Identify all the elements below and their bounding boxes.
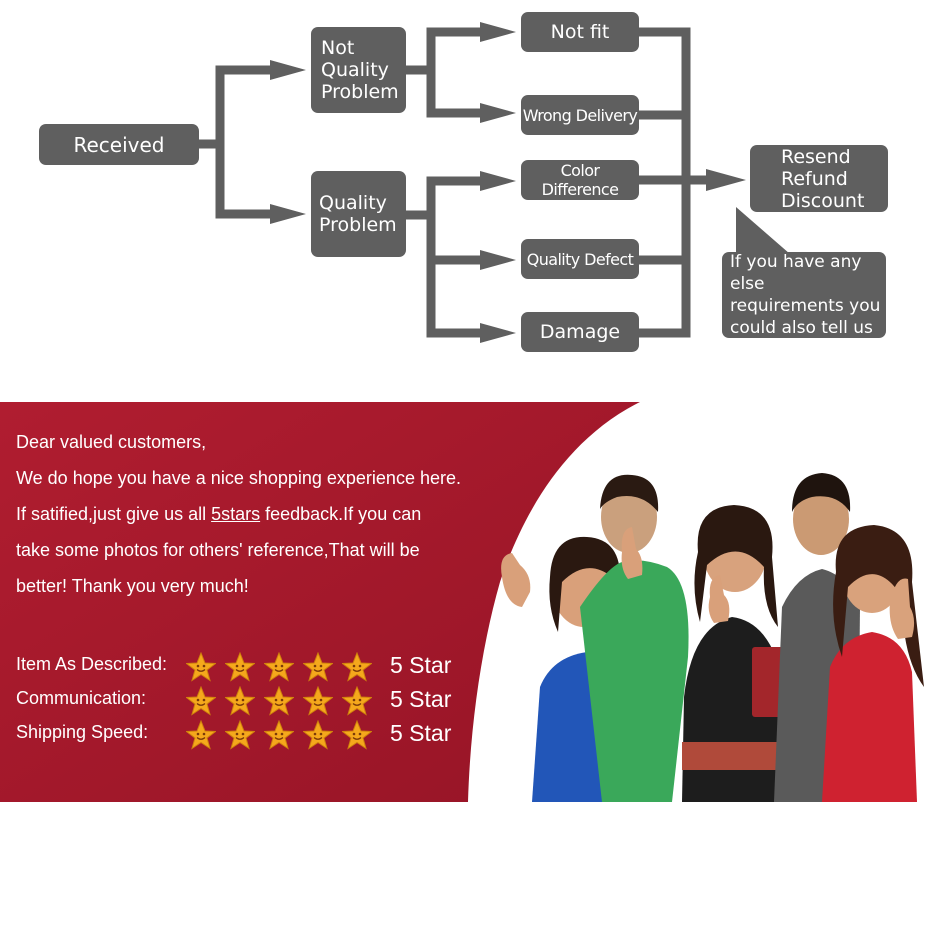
arrowhead xyxy=(480,250,516,270)
arrowhead xyxy=(706,169,746,191)
person-figure xyxy=(822,525,924,802)
smiling-star-icon xyxy=(342,686,372,716)
node-resend-refund-discount: Resend Refund Discount xyxy=(750,145,888,212)
node-note-requirements: If you have any else requirements you co… xyxy=(722,252,886,338)
smiling-star-icon xyxy=(342,652,372,682)
person-figure xyxy=(580,474,689,802)
happy-customers-photo xyxy=(501,473,924,802)
rating-row-item-as-described: Item As Described: 5 Star xyxy=(16,650,476,684)
banner-background xyxy=(0,402,640,802)
smiling-star-icon xyxy=(303,686,333,716)
rating-value: 5 Star xyxy=(390,720,452,746)
arrowhead xyxy=(480,22,516,42)
connector-received-notquality xyxy=(199,65,276,149)
thumbs-up-hands xyxy=(621,527,730,623)
rating-row-communication: Communication: 5 Star xyxy=(16,684,476,718)
arrowhead xyxy=(480,103,516,123)
smiling-star-icon xyxy=(186,652,216,682)
smiling-star-icon xyxy=(225,652,255,682)
node-quality-defect: Quality Defect xyxy=(521,239,639,279)
node-not-fit: Not fit xyxy=(521,12,639,52)
note-pointer xyxy=(736,207,790,254)
arrowhead xyxy=(480,171,516,191)
connector-received-quality xyxy=(215,144,276,219)
smiling-star-icon xyxy=(264,686,294,716)
node-quality-problem: Quality Problem xyxy=(311,171,406,257)
rating-row-shipping-speed: Shipping Speed: 5 Star xyxy=(16,718,476,752)
smiling-star-icon xyxy=(225,686,255,716)
node-damage: Damage xyxy=(521,312,639,352)
rating-list: Item As Described: 5 Star Communication:… xyxy=(16,650,476,752)
smiling-star-icon xyxy=(303,720,333,750)
return-policy-flowchart: Received Not Quality Problem Quality Pro… xyxy=(0,0,950,370)
rating-label: Shipping Speed: xyxy=(16,722,149,742)
connector-quality-damage xyxy=(426,181,486,338)
smiling-star-icon xyxy=(225,720,255,750)
message-greeting: Dear valued customers, xyxy=(16,432,207,452)
node-color-difference: Color Difference xyxy=(521,160,639,200)
smiling-star-icon xyxy=(186,720,216,750)
smiling-star-icon xyxy=(264,720,294,750)
arrowhead xyxy=(480,323,516,343)
flowchart-connectors xyxy=(199,22,790,343)
smiling-star-icon xyxy=(303,652,333,682)
rating-value: 5 Star xyxy=(390,686,452,712)
message-line: We do hope you have a nice shopping expe… xyxy=(16,468,461,488)
smiling-star-icon xyxy=(342,720,372,750)
connector-notquality-wrong xyxy=(426,70,486,118)
person-figure xyxy=(682,505,804,802)
customer-message: Dear valued customers, We do hope you ha… xyxy=(16,430,536,610)
smiling-star-icon xyxy=(186,686,216,716)
rating-label: Item As Described: xyxy=(16,654,168,674)
rating-label: Communication: xyxy=(16,688,147,708)
message-line: If satified,just give us all 5stars feed… xyxy=(16,504,422,524)
smiling-star-icon xyxy=(264,652,294,682)
node-wrong-delivery: Wrong Delivery xyxy=(521,95,639,135)
rating-value: 5 Star xyxy=(390,652,452,678)
connector-quality-color xyxy=(406,176,486,220)
feedback-banner: Dear valued customers, We do hope you ha… xyxy=(0,402,950,802)
node-not-quality-problem: Not Quality Problem xyxy=(311,27,406,113)
connector-notquality-notfit xyxy=(406,27,486,75)
arrowhead xyxy=(270,60,306,80)
five-stars-text: 5stars xyxy=(211,504,261,524)
arrowhead xyxy=(270,204,306,224)
message-line: take some photos for others' reference,T… xyxy=(16,540,420,560)
node-received: Received xyxy=(39,124,199,165)
message-line: better! Thank you very much! xyxy=(16,576,249,596)
